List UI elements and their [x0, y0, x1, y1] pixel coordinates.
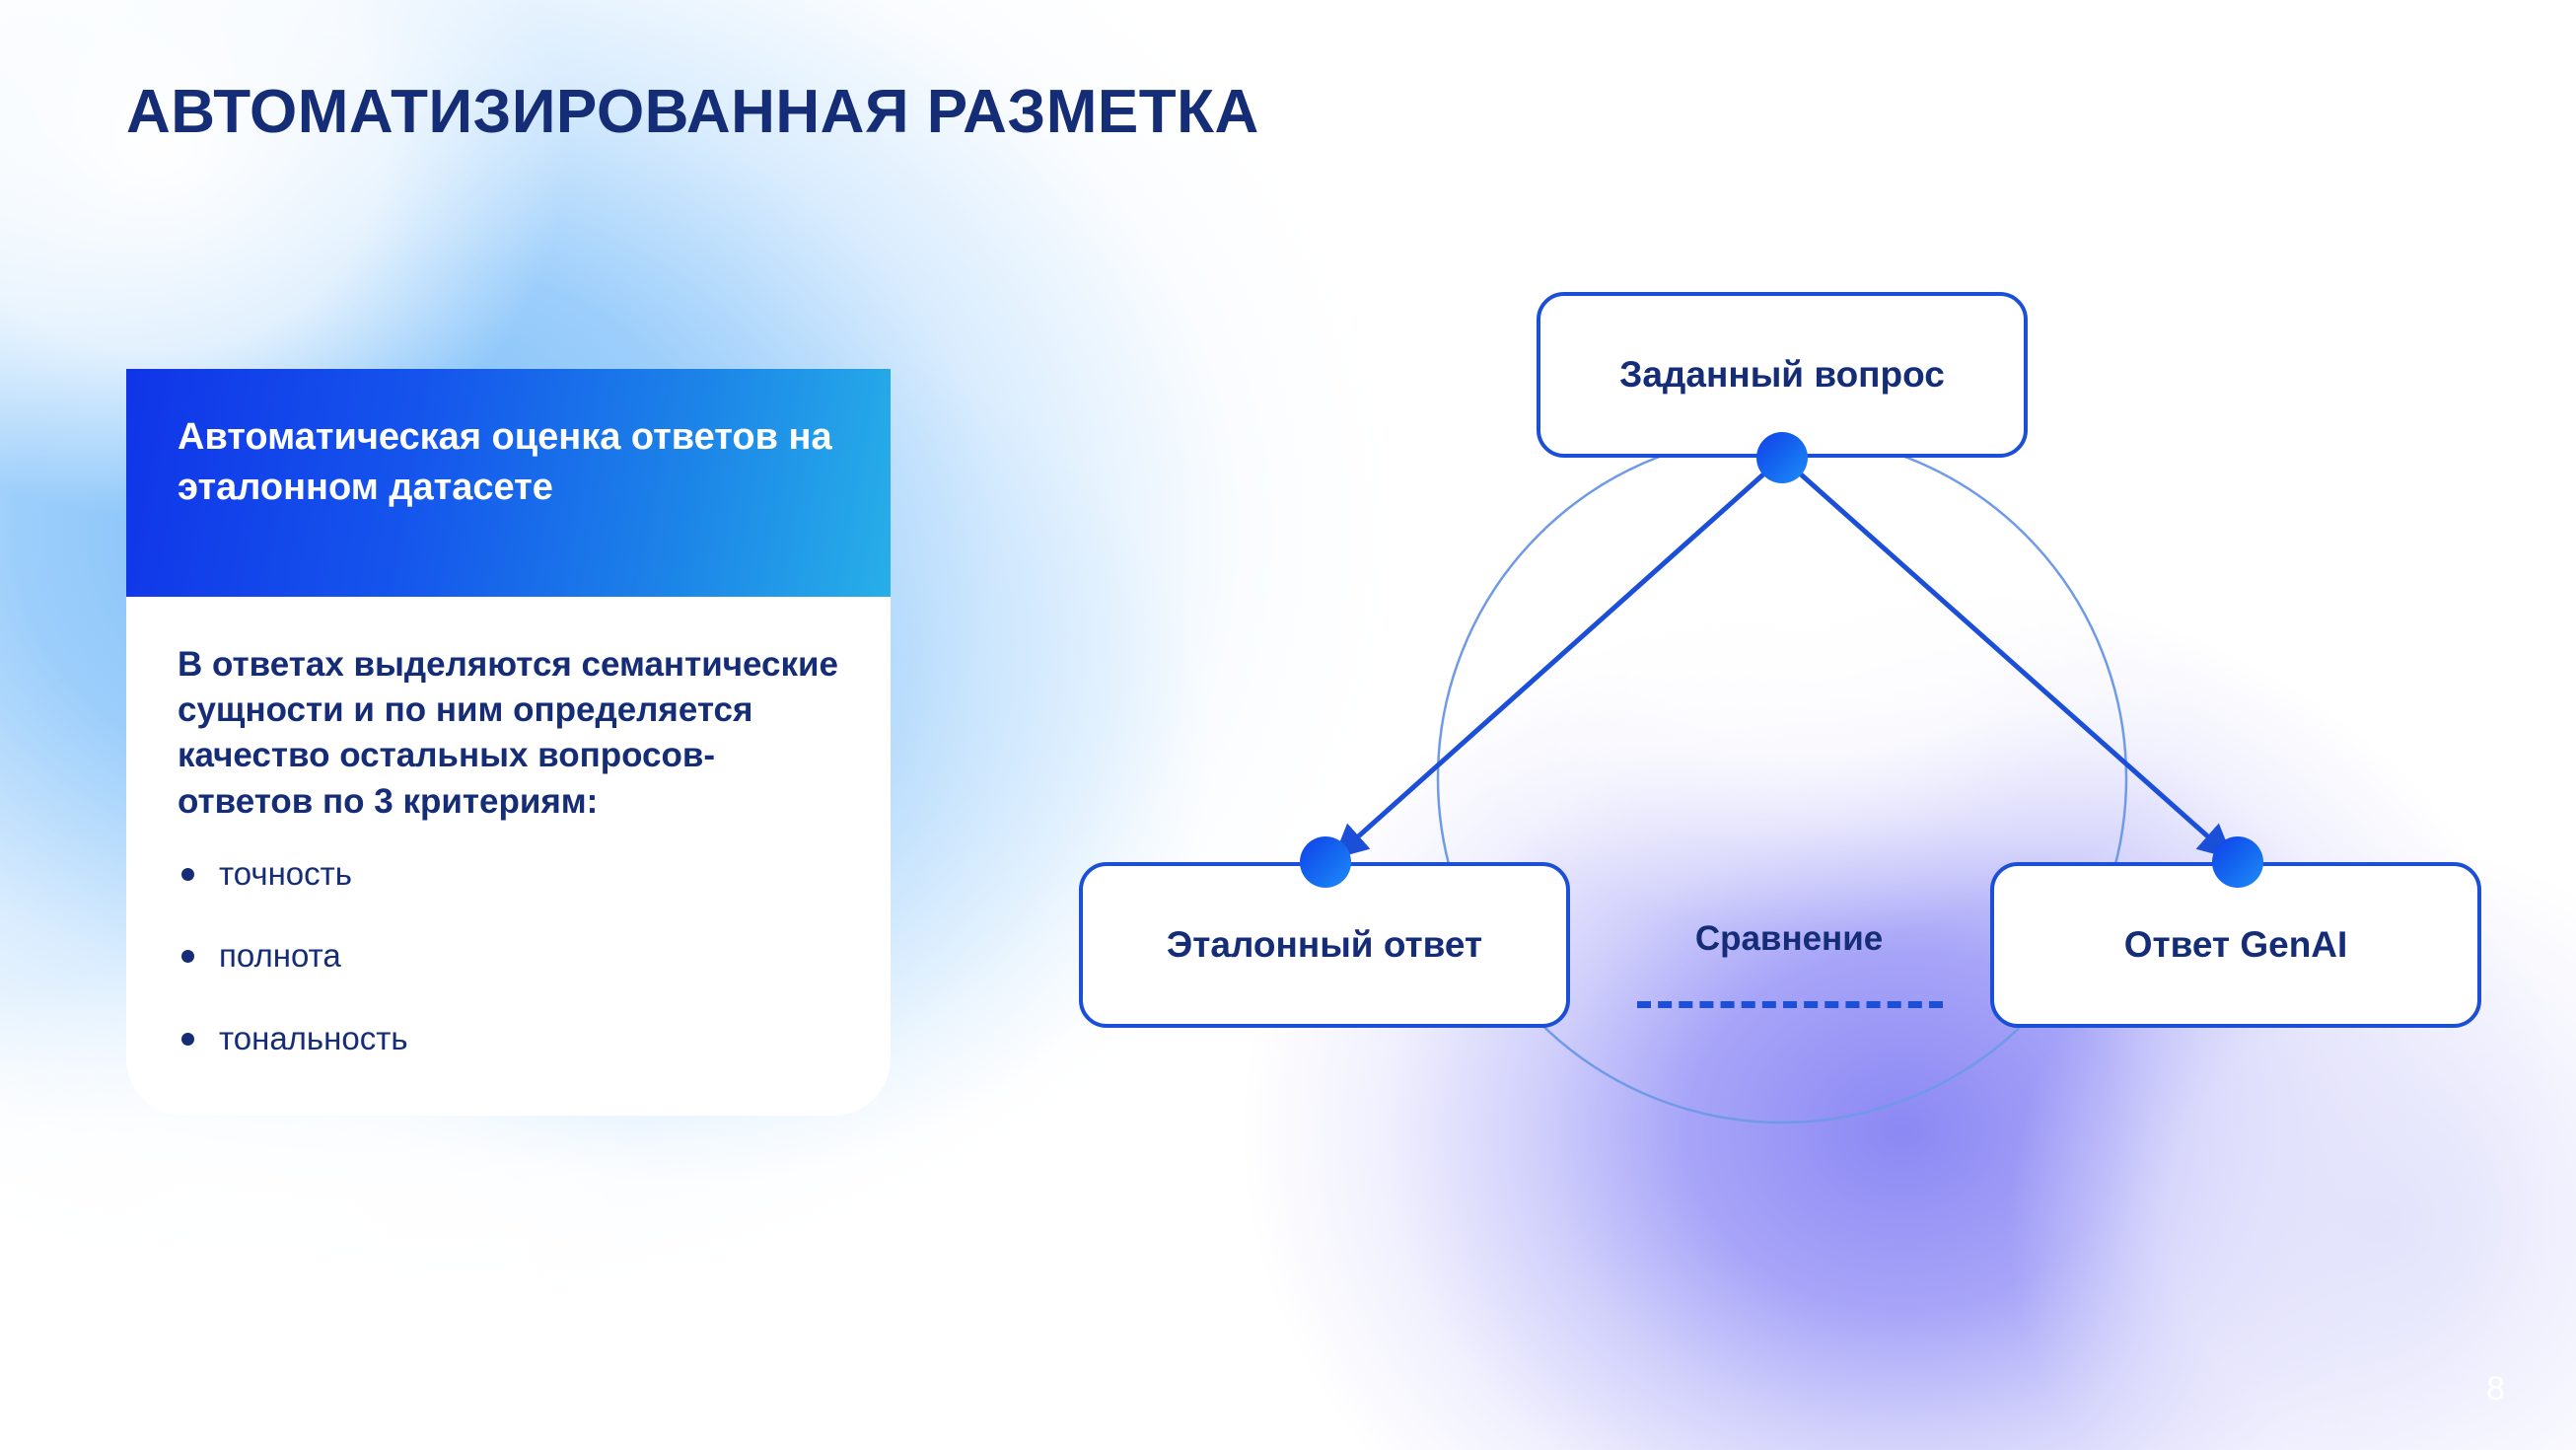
info-card-body-text: В ответах выделяются семантические сущно… — [178, 645, 839, 821]
page-title: АВТОМАТИЗИРОВАННАЯ РАЗМЕТКА — [126, 78, 1259, 146]
node-genai-answer[interactable]: Ответ GenAI — [1990, 862, 2481, 1028]
list-item: полнота — [178, 936, 839, 976]
criteria-label: тональность — [219, 1019, 408, 1056]
node-genai-answer-label: Ответ GenAI — [2123, 924, 2348, 965]
diagram-connectors — [1332, 432, 2234, 1124]
connector-dot-question — [1756, 432, 1808, 483]
triangle-diagram: Заданный вопрос Эталонный ответ Ответ Ge… — [1079, 227, 2481, 1341]
info-card-header-text: Автоматическая оценка ответов на эталонн… — [178, 416, 832, 508]
info-card: Автоматическая оценка ответов на эталонн… — [126, 369, 891, 1116]
node-question[interactable]: Заданный вопрос — [1537, 292, 2028, 458]
background-white-topright-fade — [1846, 0, 2576, 552]
list-item: тональность — [178, 1019, 839, 1058]
info-card-body: В ответах выделяются семантические сущно… — [126, 597, 891, 1116]
arrow-question-to-reference — [1332, 456, 1784, 859]
criteria-label: полнота — [219, 937, 341, 975]
info-card-header: Автоматическая оценка ответов на эталонн… — [126, 369, 891, 597]
node-reference-answer-label: Эталонный ответ — [1166, 924, 1483, 965]
criteria-list: точность полнота тональность — [178, 854, 839, 1058]
list-item: точность — [178, 854, 839, 894]
node-question-label: Заданный вопрос — [1619, 354, 1945, 395]
criteria-label: точность — [219, 854, 352, 892]
arrow-question-to-genai — [1780, 456, 2234, 859]
connector-dot-genai — [2212, 836, 2263, 888]
page-number: 8 — [2486, 1370, 2505, 1408]
comparison-dashed-line — [1637, 1001, 1943, 1008]
connector-dot-reference — [1300, 836, 1351, 888]
comparison-label: Сравнение — [1694, 919, 1884, 958]
